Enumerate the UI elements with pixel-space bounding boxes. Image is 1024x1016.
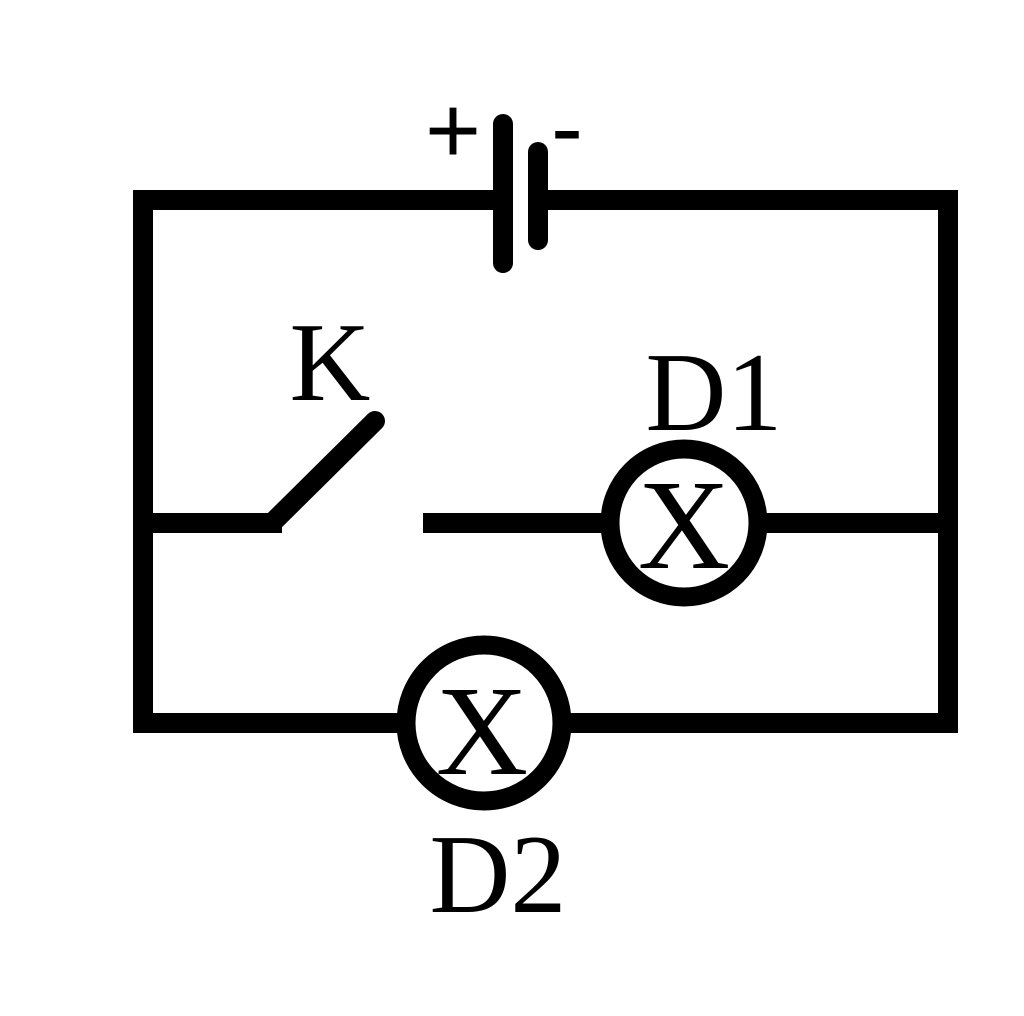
lamp-d2-cross-icon: X [436,660,528,802]
lamp-d1-label: D1 [646,331,783,455]
lamp-d1-cross-icon: X [638,454,730,596]
battery-plus-sign: + [425,77,481,184]
switch-label: K [290,301,371,425]
lamp-d2: X D2 [396,635,572,937]
switch-k: K [262,301,385,533]
circuit-wires [133,190,958,733]
lamp-d1-ring [600,439,768,607]
battery: + - [425,74,583,273]
battery-minus-sign: - [551,74,583,181]
lamp-d1: X D1 [600,331,783,607]
switch-blade [262,411,385,533]
lamp-d2-label: D2 [430,813,567,937]
lamp-d2-ring [396,635,572,811]
